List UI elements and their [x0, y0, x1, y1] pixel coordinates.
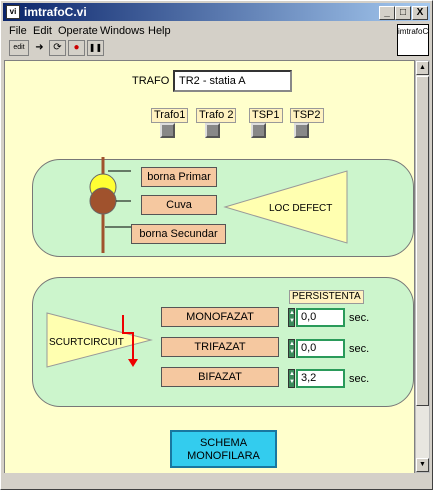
front-panel: TRAFO TR2 - statia A Trafo1 Trafo 2 TSP1…	[4, 60, 415, 486]
borna-primar-button[interactable]: borna Primar	[141, 167, 217, 187]
indicator-label-tsp2: TSP2	[290, 108, 324, 123]
bifazat-button[interactable]: BIFAZAT	[161, 367, 279, 387]
menu-bar: File Edit Operate Windows Help	[3, 22, 397, 40]
horizontal-scrollbar[interactable]	[4, 473, 415, 488]
run-icon[interactable]: ➜	[35, 42, 44, 53]
monofazat-unit: sec.	[349, 312, 370, 324]
trifazat-unit: sec.	[349, 343, 370, 355]
schema-button-label: SCHEMA MONOFILARA	[187, 437, 260, 462]
trifazat-spinner[interactable]: ▲▼	[288, 339, 295, 358]
vi-app-icon: vi	[6, 5, 20, 19]
indicator-trafo2	[205, 123, 220, 138]
short-circuit-indicator	[46, 312, 153, 368]
toolbar: edit ➜ ⟳ ● ❚❚	[3, 39, 397, 59]
close-button[interactable]: X	[412, 6, 428, 20]
indicator-tsp1	[251, 123, 266, 138]
borna-secundar-button[interactable]: borna Secundar	[131, 224, 226, 244]
bifazat-spinner[interactable]: ▲▼	[288, 369, 295, 388]
resize-grip[interactable]	[415, 473, 430, 488]
trafo-label: TRAFO	[132, 75, 170, 87]
monofazat-spinner[interactable]: ▲▼	[288, 308, 295, 327]
vertical-scrollbar[interactable]: ▲ ▼	[415, 60, 430, 473]
title-bar[interactable]: vi imtrafoC.vi _ □ X	[3, 3, 430, 21]
run-continuously-icon[interactable]: ⟳	[49, 40, 66, 56]
menu-windows[interactable]: Windows	[100, 25, 145, 37]
maximize-button[interactable]: □	[395, 6, 411, 20]
scroll-thumb[interactable]	[416, 76, 429, 406]
indicator-label-tsp1: TSP1	[249, 108, 283, 123]
abort-icon[interactable]: ●	[68, 40, 85, 56]
window-title: imtrafoC.vi	[24, 5, 87, 19]
trafo-field[interactable]: TR2 - statia A	[173, 70, 292, 92]
bifazat-persistence-value[interactable]: 3,2	[296, 369, 345, 388]
indicator-label-trafo2: Trafo 2	[196, 108, 237, 123]
loc-defect-indicator	[223, 170, 348, 244]
indicator-tsp2	[294, 123, 309, 138]
menu-operate[interactable]: Operate	[58, 25, 98, 37]
trifazat-persistence-value[interactable]: 0,0	[296, 339, 345, 358]
scroll-down-icon[interactable]: ▼	[416, 458, 429, 472]
lightning-icon	[122, 315, 138, 367]
trifazat-button[interactable]: TRIFAZAT	[161, 337, 279, 357]
cuva-button[interactable]: Cuva	[141, 195, 217, 215]
menu-help[interactable]: Help	[148, 25, 171, 37]
monofazat-persistence-value[interactable]: 0,0	[296, 308, 345, 327]
persistence-label: PERSISTENTA	[289, 290, 364, 304]
scroll-up-icon[interactable]: ▲	[416, 61, 429, 75]
menu-file[interactable]: File	[9, 25, 27, 37]
monofazat-button[interactable]: MONOFAZAT	[161, 307, 279, 327]
schema-monofilara-button[interactable]: SCHEMA MONOFILARA	[170, 430, 277, 468]
transformer-icon	[89, 157, 131, 253]
minimize-button[interactable]: _	[379, 6, 395, 20]
loc-defect-label: LOC DEFECT	[269, 203, 333, 214]
short-circuit-label: SCURTCIRCUIT	[49, 337, 124, 348]
bifazat-unit: sec.	[349, 373, 370, 385]
edit-mode-icon[interactable]: edit	[9, 40, 29, 56]
pause-icon[interactable]: ❚❚	[87, 40, 104, 56]
vi-connector-icon: imtrafoC	[397, 24, 429, 56]
menu-edit[interactable]: Edit	[33, 25, 52, 37]
indicator-label-trafo1: Trafo1	[151, 108, 189, 123]
indicator-trafo1	[160, 123, 175, 138]
